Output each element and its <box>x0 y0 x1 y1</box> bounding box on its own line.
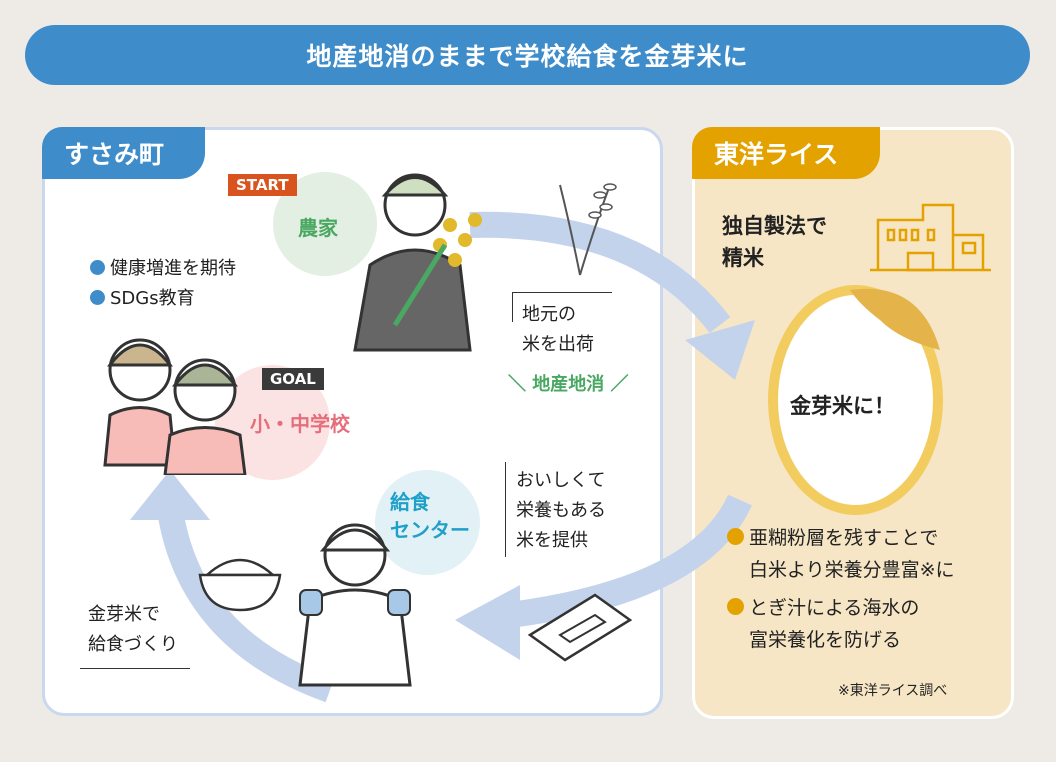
bullet-icon <box>90 290 105 305</box>
supply-note: おいしくて 栄養もある 米を提供 <box>516 470 606 551</box>
point-item: 亜糊粉層を残すことで <box>727 522 955 554</box>
farmer-illustration <box>353 173 482 352</box>
susami-tag: すさみ町 <box>42 127 205 179</box>
bullet-icon <box>90 260 105 275</box>
note-bracket <box>512 292 513 322</box>
footnote: ※東洋ライス調べ <box>838 683 948 699</box>
page-title: 地産地消のままで学校給食を金芽米に <box>25 25 1030 85</box>
benefit-item: SDGs教育 <box>90 284 236 314</box>
children-illustration <box>103 338 247 475</box>
school-label: 小・中学校 <box>250 412 350 436</box>
goal-flag: GOAL <box>262 368 324 390</box>
arrow-rice-to-school <box>157 507 335 703</box>
benefit-item: 健康増進を期待 <box>90 254 236 284</box>
points-list: 亜糊粉層を残すことで 白米より栄養分豊富※に とぎ汁による海水の 富栄養化を防げ… <box>727 522 955 656</box>
note-bracket <box>505 462 506 557</box>
start-flag: START <box>228 174 297 196</box>
rice-bowl-icon <box>198 558 282 612</box>
cook-illustration <box>298 523 412 687</box>
farmer-label: 農家 <box>298 216 338 240</box>
bullet-icon <box>727 598 744 615</box>
note-bracket <box>80 668 190 669</box>
arrowhead-icon <box>455 585 520 660</box>
center-circle <box>375 470 480 575</box>
center-label: 給食 センター <box>390 490 470 542</box>
arrow-farmer-to-toyo <box>469 211 731 333</box>
cooking-note: 金芽米で 給食づくり <box>88 604 178 655</box>
note-bracket <box>512 292 612 293</box>
arrow-toyo-to-center <box>508 494 752 628</box>
grain-label: 金芽米に！ <box>790 394 895 418</box>
local-consumption-label: ＼ 地産地消 ／ <box>508 374 629 395</box>
method-text: 独自製法で 精米 <box>722 214 827 270</box>
rice-bag-icon <box>527 593 633 662</box>
ship-note: 地元の 米を出荷 <box>522 304 594 355</box>
benefits-list: 健康増進を期待 SDGs教育 <box>90 254 236 314</box>
arrowhead-icon <box>130 470 210 520</box>
arrowhead-icon <box>685 320 755 380</box>
point-item: とぎ汁による海水の <box>727 592 955 624</box>
rice-plant-icon <box>559 183 617 276</box>
rice-germ-icon <box>850 288 940 350</box>
toyo-rice-tag: 東洋ライス <box>692 127 880 179</box>
factory-icon <box>870 203 991 272</box>
bullet-icon <box>727 528 744 545</box>
